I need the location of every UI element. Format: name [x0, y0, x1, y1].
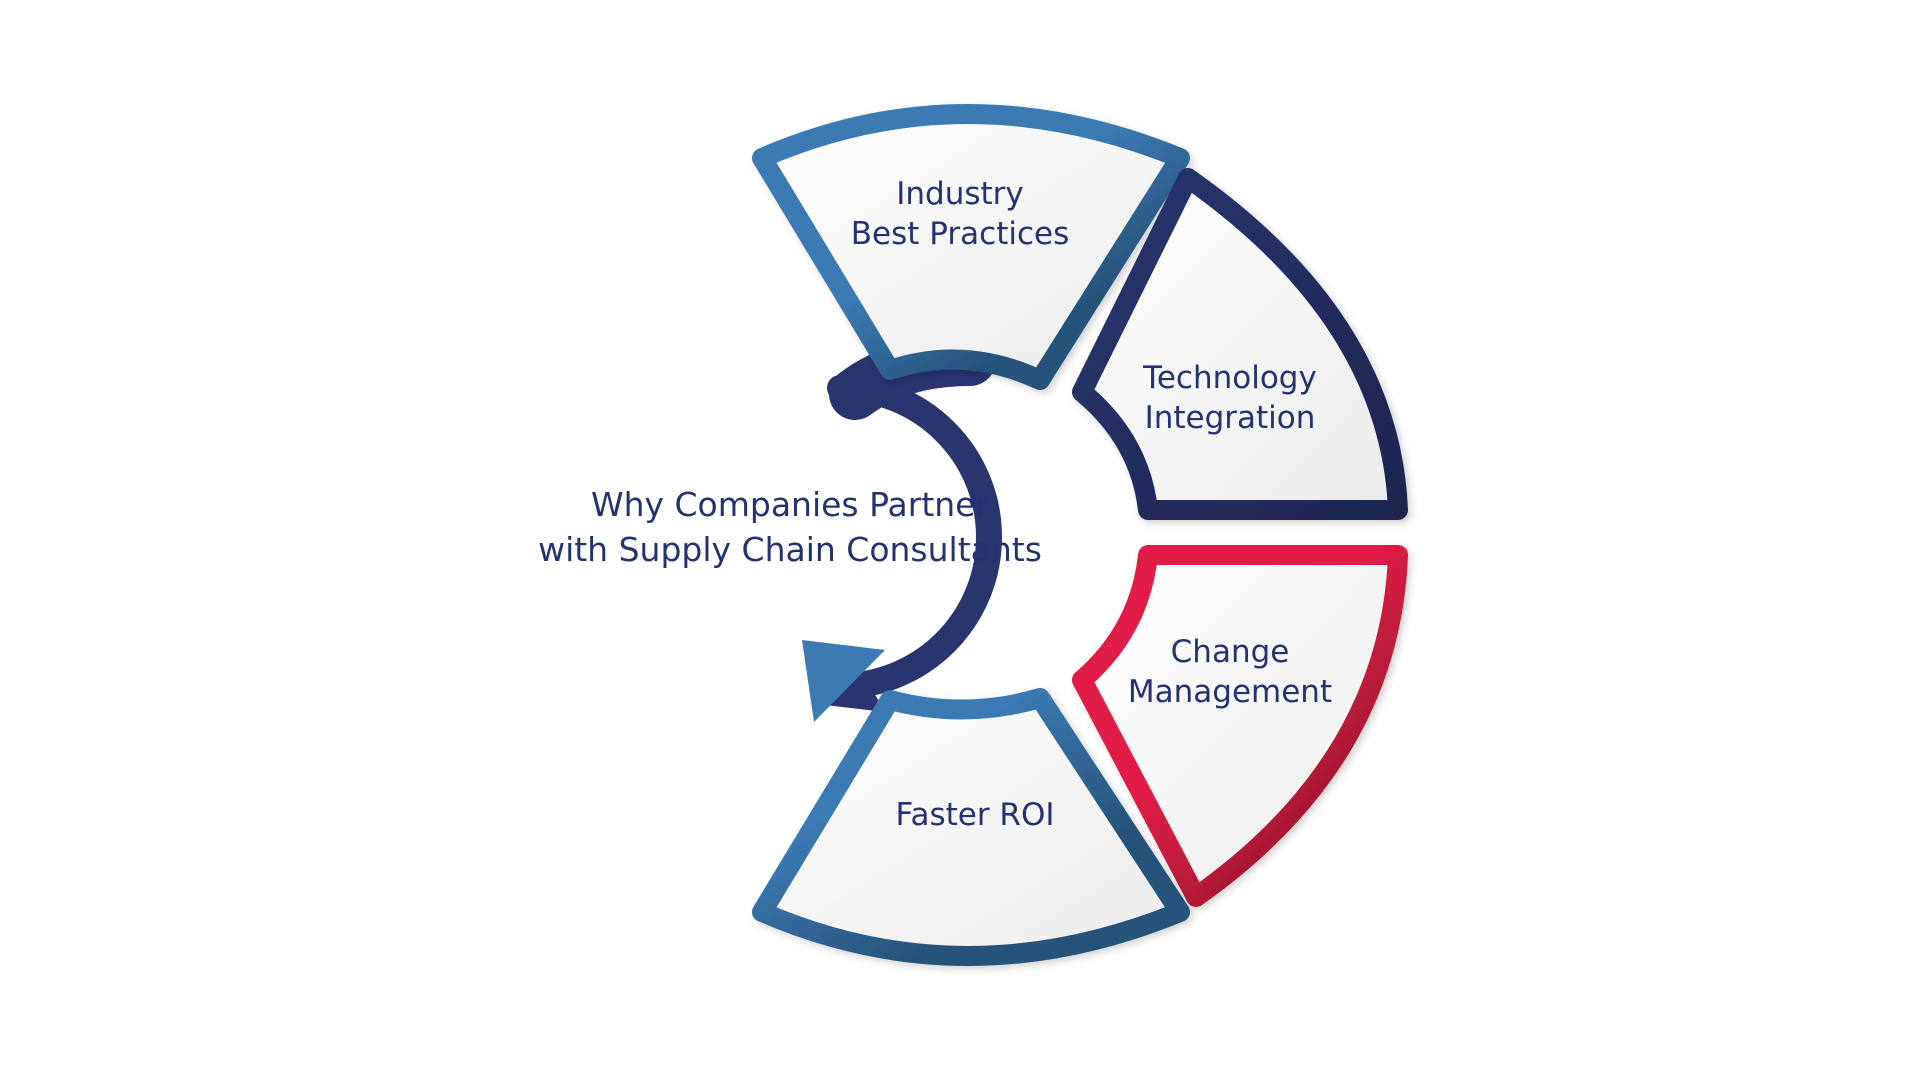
label-technology-integration: Technology Integration	[1110, 358, 1350, 438]
hub-arc	[827, 375, 1002, 699]
label-technology-line-2: Integration	[1144, 400, 1316, 436]
label-roi-line-1: Faster ROI	[895, 797, 1055, 833]
cycle-arrow-icon	[802, 640, 885, 722]
label-industry-line-1: Industry	[896, 176, 1024, 212]
label-change-line-1: Change	[1170, 634, 1290, 670]
diagram-title-line-2: with Supply Chain Consultants	[538, 530, 1042, 569]
segment-technology-integration	[1072, 168, 1408, 520]
diagram-title-line-1: Why Companies Partner	[590, 485, 990, 524]
diagram-title: Why Companies Partner with Supply Chain …	[530, 482, 1050, 572]
cycle-arrow-head-icon	[825, 668, 885, 712]
label-change-management: Change Management	[1110, 632, 1350, 712]
label-faster-roi: Faster ROI	[855, 795, 1095, 835]
segment-faster-roi	[752, 688, 1190, 966]
segment-change-management	[1072, 545, 1408, 907]
segment-industry-best-practices	[752, 104, 1190, 390]
label-industry-line-2: Best Practices	[850, 216, 1070, 252]
label-technology-line-1: Technology	[1143, 360, 1317, 396]
label-industry-best-practices: Industry Best Practices	[840, 174, 1080, 254]
label-change-line-2: Management	[1127, 674, 1333, 710]
